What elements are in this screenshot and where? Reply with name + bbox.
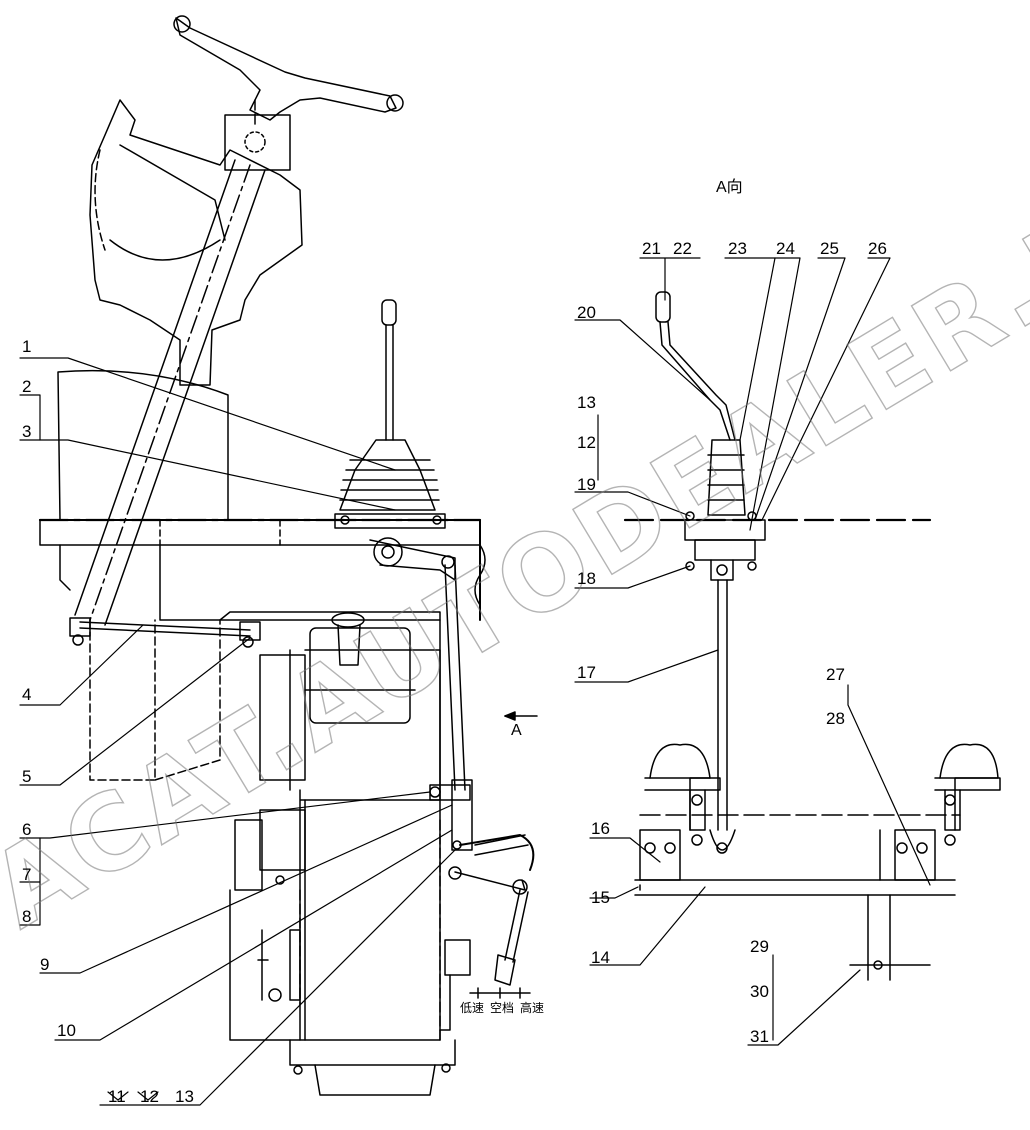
linkage-rod xyxy=(69,617,261,648)
callout-30: 30 xyxy=(750,982,769,1001)
view-a-assembly xyxy=(634,291,1001,981)
callout-12: 12 xyxy=(140,1087,159,1106)
steering-assembly xyxy=(74,15,404,626)
callout-26: 26 xyxy=(868,239,887,258)
callout-numbers: 1 2 3 4 5 6 7 8 9 10 11 12 13 14 15 16 1… xyxy=(22,239,887,1106)
callout-11: 11 xyxy=(108,1087,126,1106)
callout-16: 16 xyxy=(591,819,610,838)
callout-18: 18 xyxy=(577,569,596,588)
callout-12-view-a: 12 xyxy=(577,433,596,452)
callout-19: 19 xyxy=(577,475,596,494)
callout-8: 8 xyxy=(22,907,31,926)
callout-15: 15 xyxy=(591,888,610,907)
callout-25: 25 xyxy=(820,239,839,258)
callout-14: 14 xyxy=(591,948,610,967)
gear-label-neutral: 空档 xyxy=(490,1001,514,1015)
section-lines xyxy=(38,518,932,721)
gear-label-high: 高速 xyxy=(520,1000,544,1015)
callout-1: 1 xyxy=(22,337,31,356)
gear-label-low: 低速 xyxy=(460,1001,484,1015)
callout-7: 7 xyxy=(22,865,31,884)
callout-22: 22 xyxy=(673,239,692,258)
callout-6: 6 xyxy=(22,820,31,839)
callout-5: 5 xyxy=(22,767,31,786)
callout-24: 24 xyxy=(776,239,795,258)
gear-lever-left xyxy=(334,299,466,791)
callout-4: 4 xyxy=(22,685,31,704)
callout-17: 17 xyxy=(577,663,596,682)
callout-10: 10 xyxy=(57,1021,76,1040)
callout-31: 31 xyxy=(750,1027,769,1046)
callout-21: 21 xyxy=(642,239,661,258)
callout-9: 9 xyxy=(40,955,49,974)
callout-13: 13 xyxy=(175,1087,194,1106)
callout-23: 23 xyxy=(728,239,747,258)
view-a-label: A向 xyxy=(716,178,743,196)
shift-fork-linkage xyxy=(429,779,535,1031)
leader-lines xyxy=(19,257,931,1106)
callout-13-view-a: 13 xyxy=(577,393,596,412)
callout-27: 27 xyxy=(826,665,845,684)
callout-20: 20 xyxy=(577,303,596,322)
callout-3: 3 xyxy=(22,422,31,441)
callout-2: 2 xyxy=(22,377,31,396)
callout-29: 29 xyxy=(750,937,769,956)
callout-28: 28 xyxy=(826,709,845,728)
gearbox-body xyxy=(219,611,456,1096)
section-arrow-label: A xyxy=(511,722,522,739)
